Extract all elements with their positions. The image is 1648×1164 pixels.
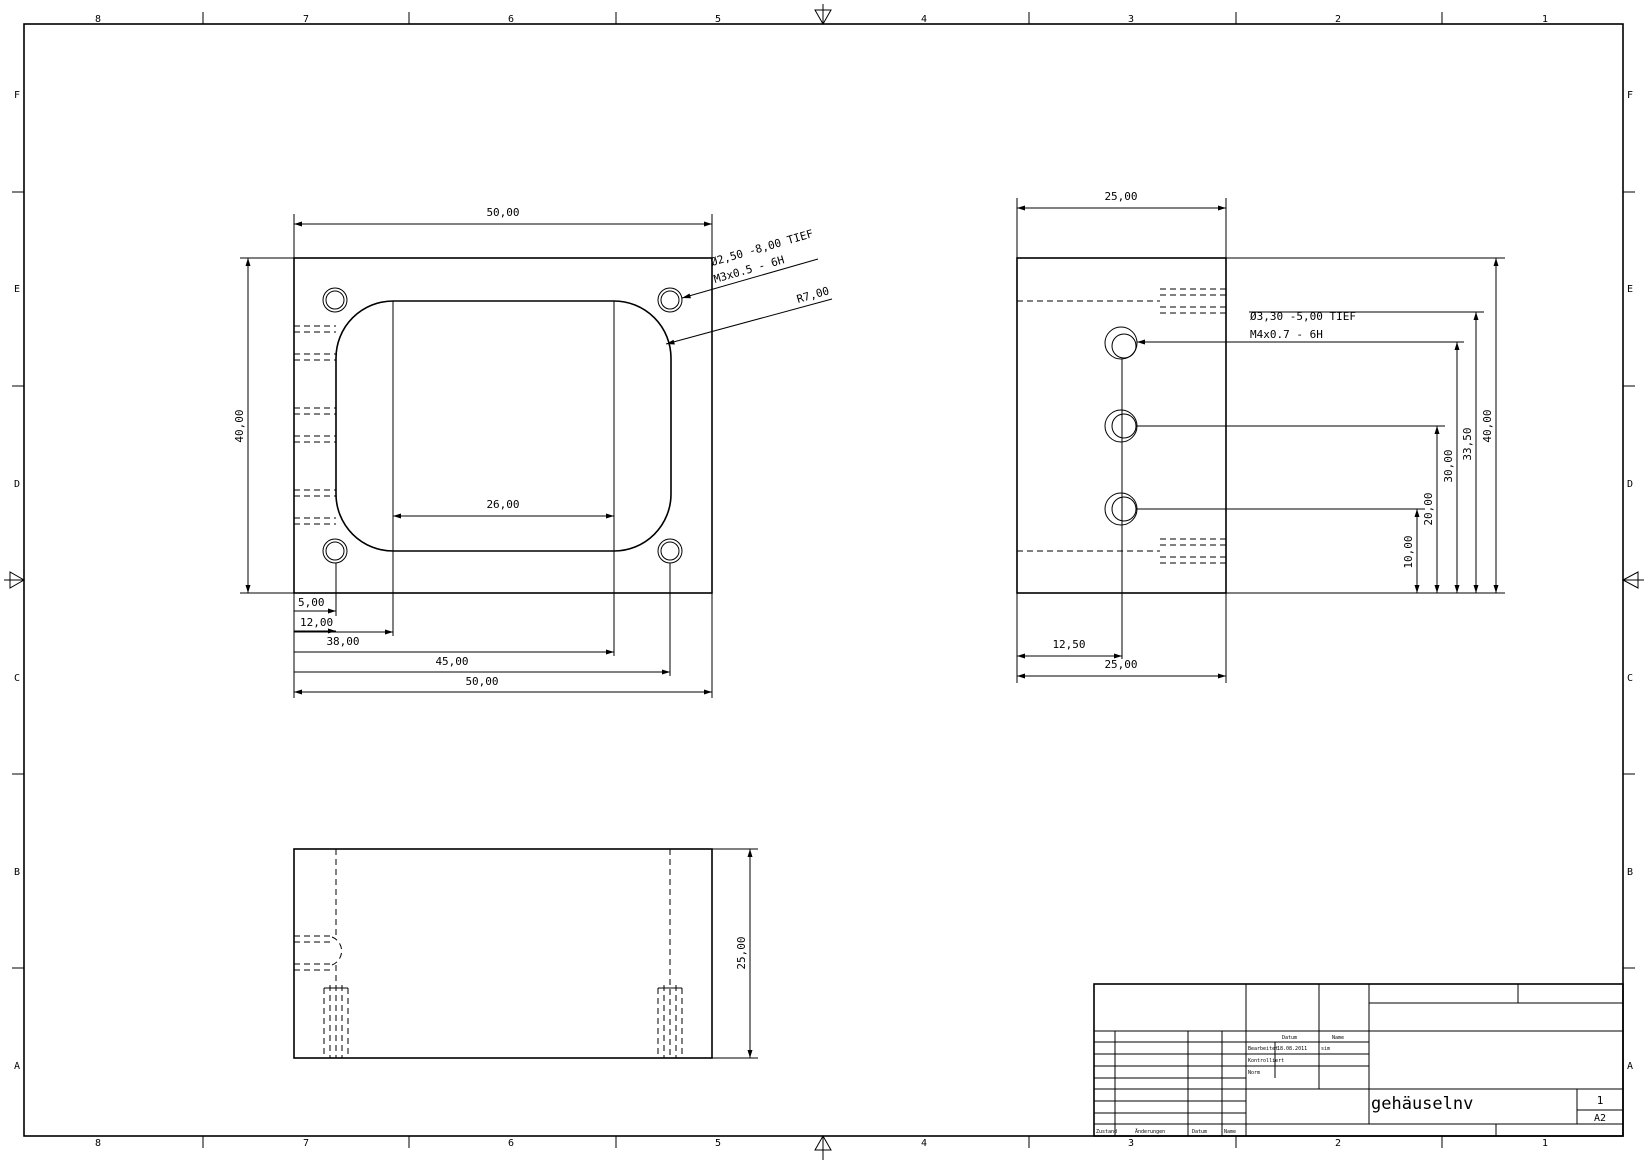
front-view-pocket bbox=[335, 300, 672, 552]
tb-foot-name: Name bbox=[1224, 1129, 1236, 1135]
dim-front-ord-50: 50,00 bbox=[465, 675, 498, 688]
zone-row-c-left: C bbox=[14, 673, 20, 684]
zone-col-6-bottom: 6 bbox=[508, 1138, 514, 1149]
dim-front-ord-12: 12,00 bbox=[300, 616, 333, 629]
zone-col-7-top: 7 bbox=[303, 14, 309, 25]
zone-row-d-left: D bbox=[14, 479, 20, 490]
zone-col-2-bottom: 2 bbox=[1335, 1138, 1341, 1149]
dim-side-33-5: 33,50 bbox=[1461, 427, 1474, 460]
zone-col-2-top: 2 bbox=[1335, 14, 1341, 25]
bottom-view-hidden-thread-right bbox=[657, 985, 683, 1058]
zone-col-8-top: 8 bbox=[95, 14, 101, 25]
tb-row-bearb: Bearbeitet bbox=[1248, 1046, 1278, 1052]
front-view-mount-holes bbox=[322, 287, 683, 564]
zone-row-a-left: A bbox=[14, 1061, 20, 1072]
dim-bottom-height: 25,00 bbox=[735, 936, 748, 969]
dim-side-width-top: 25,00 bbox=[1104, 190, 1137, 203]
side-view: 25,00 Ø3,30 -5,00 TIEF M4x0.7 - 6H 40,00… bbox=[1016, 190, 1505, 683]
side-view-hidden-holes bbox=[1017, 288, 1226, 564]
zone-row-f-right: F bbox=[1627, 90, 1633, 101]
zone-row-e-left: E bbox=[14, 284, 20, 295]
side-view-tapped-holes bbox=[1104, 326, 1138, 526]
centering-mark-right bbox=[1621, 571, 1644, 589]
centering-mark-bottom bbox=[814, 1134, 832, 1160]
zone-row-b-left: B bbox=[14, 867, 20, 878]
bottom-view-outline bbox=[293, 848, 713, 1059]
dim-side-20: 20,00 bbox=[1422, 492, 1435, 525]
zone-col-1-top: 1 bbox=[1542, 14, 1548, 25]
dim-side-width-bottom: 25,00 bbox=[1104, 658, 1137, 671]
dim-front-height: 40,00 bbox=[233, 409, 246, 442]
dim-side-40: 40,00 bbox=[1481, 409, 1494, 442]
tb-row-gepr: Kontrolliert bbox=[1248, 1058, 1284, 1064]
tb-col-name: Name bbox=[1332, 1035, 1344, 1041]
tb-row-norm: Norm bbox=[1248, 1070, 1260, 1076]
centering-mark-left bbox=[4, 571, 26, 589]
front-view-outline bbox=[293, 257, 713, 594]
dim-front-pocket-width: 26,00 bbox=[486, 498, 519, 511]
zone-col-4-bottom: 4 bbox=[921, 1138, 927, 1149]
zone-row-d-right: D bbox=[1627, 479, 1633, 490]
dim-front-ord-45: 45,00 bbox=[435, 655, 468, 668]
centering-mark-top bbox=[814, 4, 832, 26]
title-block: Datum Name Bearbeitet 18.08.2011 sim Kon… bbox=[1093, 983, 1624, 1137]
zone-col-8-bottom: 8 bbox=[95, 1138, 101, 1149]
tb-date: 18.08.2011 bbox=[1277, 1046, 1307, 1052]
dim-side-30: 30,00 bbox=[1442, 449, 1455, 482]
dim-front-ord-5: 5,00 bbox=[298, 596, 325, 609]
tb-foot-aenderung: Änderungen bbox=[1135, 1128, 1165, 1135]
tb-format: A2 bbox=[1594, 1113, 1606, 1124]
tb-col-datum: Datum bbox=[1282, 1035, 1297, 1041]
zone-row-e-right: E bbox=[1627, 284, 1633, 295]
tb-drawing-name: gehäuselnv bbox=[1371, 1094, 1473, 1114]
bottom-view: 25,00 bbox=[293, 848, 758, 1059]
front-view-hidden-holes bbox=[294, 325, 336, 525]
zone-col-3-bottom: 3 bbox=[1128, 1138, 1134, 1149]
zone-row-a-right: A bbox=[1627, 1061, 1633, 1072]
tb-foot-datum: Datum bbox=[1192, 1129, 1207, 1135]
front-view: 50,00 40,00 Ø2,50 -8,00 TIEF M3x0.5 - 6H… bbox=[233, 206, 833, 698]
zone-col-1-bottom: 1 bbox=[1542, 1138, 1548, 1149]
dim-side-10: 10,00 bbox=[1402, 535, 1415, 568]
front-radius-note: R7,00 bbox=[795, 284, 830, 306]
bottom-view-hidden-thread-left bbox=[323, 985, 349, 1058]
zone-col-7-bottom: 7 bbox=[303, 1138, 309, 1149]
tb-foot-zustand: Zustand bbox=[1096, 1129, 1117, 1135]
zone-row-f-left: F bbox=[14, 90, 20, 101]
zone-col-3-top: 3 bbox=[1128, 14, 1134, 25]
tb-name: sim bbox=[1321, 1046, 1330, 1052]
dim-front-ord-38: 38,00 bbox=[326, 635, 359, 648]
dim-front-width-top: 50,00 bbox=[486, 206, 519, 219]
zone-row-c-right: C bbox=[1627, 673, 1633, 684]
side-hole-note-line1: Ø3,30 -5,00 TIEF bbox=[1250, 310, 1356, 323]
zone-col-5-bottom: 5 bbox=[715, 1138, 721, 1149]
zone-labels: 8 7 6 5 4 3 2 1 8 7 6 5 4 3 2 1 F E D C … bbox=[14, 14, 1633, 1149]
zone-col-6-top: 6 bbox=[508, 14, 514, 25]
dim-side-12-5: 12,50 bbox=[1052, 638, 1085, 651]
drawing-frame bbox=[4, 4, 1644, 1160]
side-hole-note-line2: M4x0.7 - 6H bbox=[1250, 328, 1323, 341]
zone-col-4-top: 4 bbox=[921, 14, 927, 25]
tb-sheet-no: 1 bbox=[1597, 1094, 1604, 1107]
zone-row-b-right: B bbox=[1627, 867, 1633, 878]
zone-col-5-top: 5 bbox=[715, 14, 721, 25]
